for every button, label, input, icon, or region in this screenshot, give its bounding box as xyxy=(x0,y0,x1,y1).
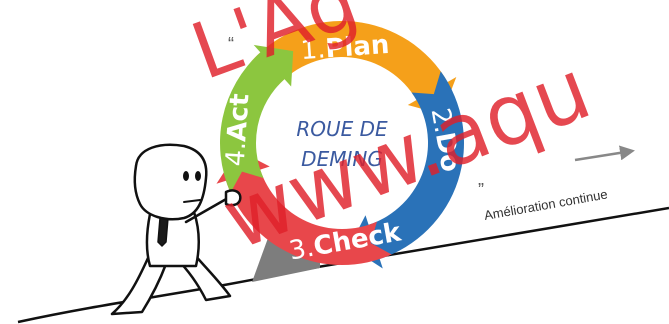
cycle-label-number: 4. xyxy=(220,140,252,167)
man-back-leg xyxy=(110,256,168,316)
cycle-label-act: 4.Act xyxy=(220,93,255,168)
cycle-label-number: 1. xyxy=(300,34,327,66)
quote-mark-right: ” xyxy=(478,180,484,200)
cycle-label-word: Act xyxy=(222,93,255,143)
cycle-label-word: Do xyxy=(429,130,465,174)
caption-text: Amélioration continue xyxy=(483,186,609,222)
man-eye-right xyxy=(195,171,201,181)
man-head xyxy=(133,143,208,221)
cycle-label-plan: 1.Plan xyxy=(300,29,391,65)
cycle-segment-check xyxy=(216,150,392,265)
progress-arrow xyxy=(574,145,635,162)
cycle-label-number: 2. xyxy=(425,106,459,136)
man-mouth xyxy=(183,199,201,203)
man-eye-left xyxy=(183,171,189,181)
cartoon-man xyxy=(110,143,242,316)
cycle-segment-plan xyxy=(251,20,457,115)
center-text-line1: ROUE DE xyxy=(296,117,388,141)
man-hand xyxy=(224,189,242,207)
cycle-segment-act xyxy=(219,44,294,193)
cycle-label-do: 2.Do xyxy=(425,106,466,174)
cycle-label-word: Plan xyxy=(324,29,390,63)
center-text-line2: DEMING xyxy=(301,147,383,171)
quote-mark-left: “ xyxy=(228,34,234,54)
man-arm xyxy=(184,196,230,224)
cycle-label-number: 3. xyxy=(287,232,317,266)
cycle-segment-do xyxy=(349,71,464,269)
